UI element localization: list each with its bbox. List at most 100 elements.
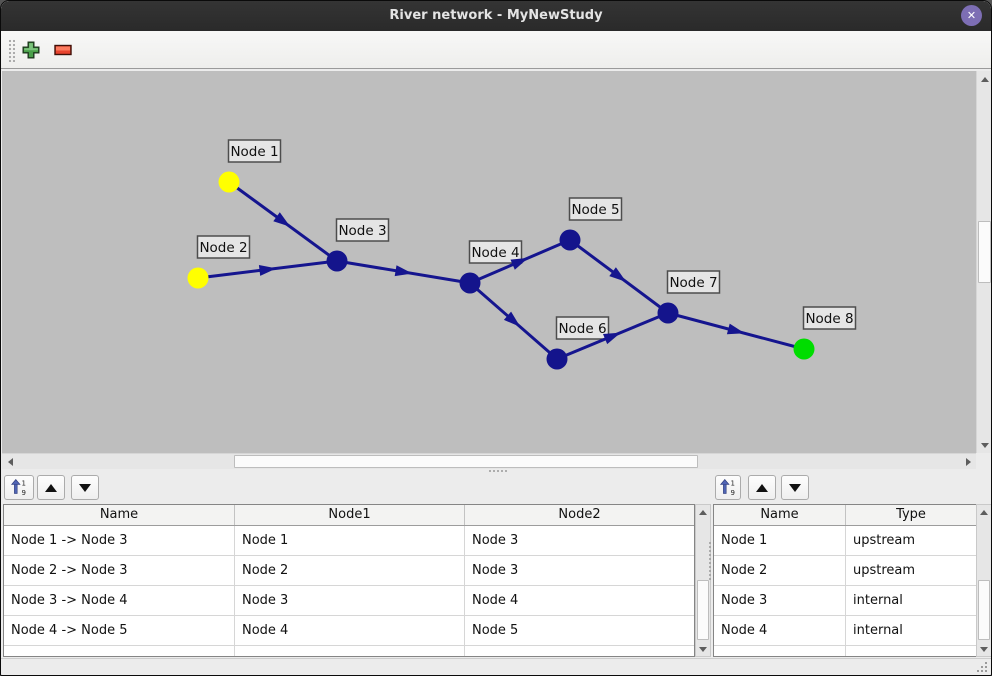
add-button[interactable] [19,38,43,62]
column-header-type[interactable]: Type [896,507,926,522]
table-cell[interactable]: Node 1 [714,526,846,556]
scroll-down-icon[interactable] [696,642,710,656]
table-cell[interactable]: Node 3 [235,586,465,616]
scroll-up-icon[interactable] [977,505,991,519]
table-cell[interactable] [846,646,976,656]
tables-panel: 1 9 1 9 Name Node1 Node2 Node 1 -> Node … [1,473,991,658]
title-bar[interactable]: River network - MyNewStudy [1,1,991,31]
window-title: River network - MyNewStudy [389,8,603,23]
river-node[interactable] [546,348,568,370]
table-cell[interactable]: internal [846,616,976,646]
svg-text:9: 9 [22,489,26,496]
reaches-move-up-button[interactable] [37,475,65,500]
table-cell[interactable]: internal [846,586,976,616]
column-header-node2[interactable]: Node2 [558,507,601,522]
table-cell[interactable]: Node 4 -> Node 5 [4,616,235,646]
table-cell[interactable]: Node 2 [235,556,465,586]
reaches-move-down-button[interactable] [71,475,99,500]
scroll-up-icon[interactable] [977,71,991,87]
remove-button[interactable] [51,38,75,62]
node-label-box [335,218,390,242]
nodes-table-scrollbar[interactable] [976,504,991,657]
column-header-name[interactable]: Name [714,505,846,525]
table-cell[interactable]: Node 4 [714,616,846,646]
column-header-name[interactable]: Name [4,505,235,525]
svg-text:1: 1 [22,480,26,488]
table-cell[interactable] [465,646,694,656]
table-cell[interactable]: Node 5 [465,616,694,646]
node-label: Node 5 [571,202,619,218]
resize-grip-icon[interactable] [977,670,979,672]
vertical-scroll-thumb[interactable] [978,221,991,283]
vertical-splitter[interactable] [708,541,713,581]
flow-direction-arrow-icon [609,267,627,282]
scroll-up-icon[interactable] [696,505,710,519]
node-label: Node 4 [471,245,519,261]
table-cell[interactable]: upstream [846,526,976,556]
table-cell[interactable]: Node 1 -> Node 3 [4,526,235,556]
table-cell[interactable]: Node 2 [714,556,846,586]
river-node[interactable] [218,171,240,193]
table-cell[interactable]: Node 1 [235,526,465,556]
scroll-left-icon[interactable] [2,454,18,470]
table-cell[interactable]: Node 2 -> Node 3 [4,556,235,586]
table-cell[interactable]: Node 3 [465,556,694,586]
node-label: Node 1 [230,144,278,160]
table-row[interactable] [714,646,976,656]
reaches-sort-button[interactable]: 1 9 [4,475,34,500]
river-node[interactable] [459,272,481,294]
flow-direction-arrow-icon [503,311,521,327]
node-label-box [802,306,857,330]
vertical-scroll-thumb[interactable] [978,580,990,640]
table-cell[interactable] [714,646,846,656]
nodes-move-down-button[interactable] [781,475,809,500]
scroll-right-icon[interactable] [960,454,976,470]
river-node[interactable] [559,229,581,251]
horizontal-scroll-thumb[interactable] [234,455,698,468]
sort-rows-icon: 1 9 [11,479,26,496]
table-cell[interactable] [235,646,465,656]
vertical-scroll-thumb[interactable] [697,580,709,640]
table-row[interactable] [4,646,694,656]
table-cell[interactable]: Node 3 -> Node 4 [4,586,235,616]
scroll-down-icon[interactable] [977,437,991,453]
nodes-table-header: Name Type [714,505,976,526]
toolbar-drag-handle[interactable] [8,39,15,62]
river-node[interactable] [326,250,348,272]
node-label: Node 8 [805,311,853,327]
table-cell[interactable]: Node 3 [465,526,694,556]
table-cell[interactable] [4,646,235,656]
table-cell[interactable]: Node 4 [235,616,465,646]
reaches-table-header: Name Node1 Node2 [4,505,694,526]
river-node[interactable] [793,338,815,360]
column-header-node1[interactable]: Node1 [235,505,465,525]
close-icon[interactable] [961,5,982,26]
table-cell[interactable]: Node 3 [714,586,846,616]
flow-direction-arrow-icon [603,332,621,345]
river-node[interactable] [657,302,679,324]
river-node[interactable] [187,267,209,289]
horizontal-splitter[interactable] [1,469,991,473]
scroll-down-icon[interactable] [977,642,991,656]
nodes-sort-button[interactable]: 1 9 [715,475,741,500]
nodes-move-up-button[interactable] [748,475,776,500]
node-label: Node 2 [199,240,247,256]
graph-horizontal-scrollbar[interactable] [2,453,976,470]
table-cell[interactable]: upstream [846,556,976,586]
table-cell[interactable]: Node 4 [465,586,694,616]
graph-vertical-scrollbar[interactable] [976,71,991,453]
toolbar [1,31,991,69]
